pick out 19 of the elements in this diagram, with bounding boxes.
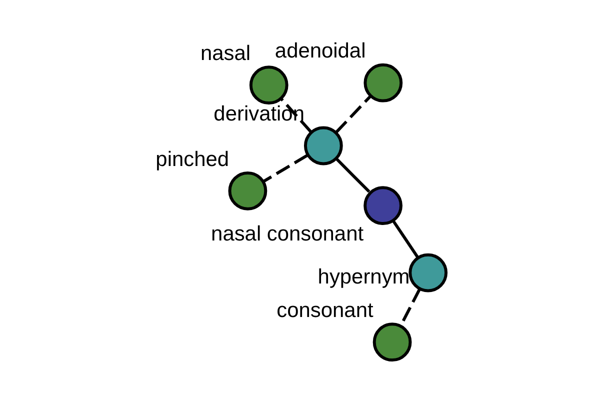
node-label: hypernym <box>317 265 410 288</box>
node-circle <box>248 65 288 104</box>
connector <box>280 98 312 132</box>
node-label: derivation <box>213 102 304 126</box>
connector <box>334 94 372 133</box>
node-label: nasal consonant <box>210 222 364 245</box>
connector <box>334 157 370 192</box>
node-circle <box>228 170 267 210</box>
node-label: adenoidal <box>274 39 366 62</box>
node-circle <box>372 322 412 362</box>
node-circle <box>303 126 342 165</box>
connector <box>262 154 308 182</box>
node-circle <box>363 186 402 225</box>
node-circle <box>363 62 402 102</box>
node-label: consonant <box>276 298 373 322</box>
node-circle <box>408 252 448 292</box>
node-label: pinched <box>155 147 229 170</box>
connector <box>392 220 418 258</box>
node-label: nasal <box>200 41 250 64</box>
